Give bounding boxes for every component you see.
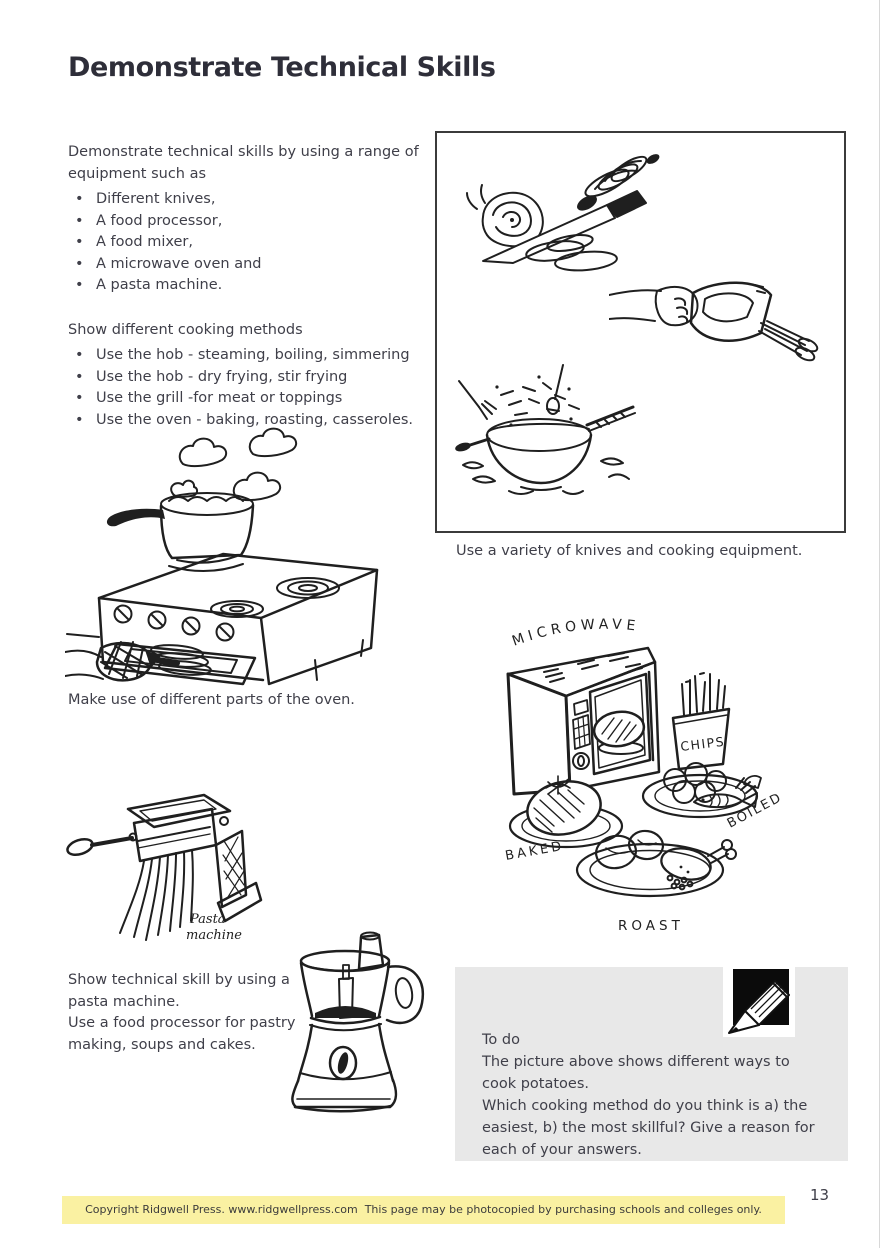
bullet-icon — [68, 275, 96, 297]
microwave-label: MICROWAVE — [510, 617, 636, 650]
pasta-label-line2: machine — [186, 928, 242, 943]
list-item: Use the grill -for meat or toppings — [68, 388, 424, 410]
knives-caption: Use a variety of knives and cooking equi… — [456, 543, 803, 559]
list-item: Different knives, — [68, 189, 424, 211]
wok-stirfry-illustration — [455, 364, 636, 495]
bullet-icon — [68, 345, 96, 367]
list-item-text: A pasta machine. — [96, 277, 223, 293]
copyright-text: Copyright Ridgwell Press. www.ridgwellpr… — [85, 1203, 762, 1216]
list-item-text: A food mixer, — [96, 234, 193, 250]
pasta-sentence: Show technical skill by using a pasta ma… — [68, 972, 290, 1010]
list-item-text: Use the hob - steaming, boiling, simmeri… — [96, 347, 410, 363]
hand-mixer-illustration — [609, 281, 819, 362]
todo-line: Which cooking method do you think is a) … — [482, 1098, 815, 1158]
list-item: Use the hob - dry frying, stir frying — [68, 367, 424, 389]
list-item-text: Use the hob - dry frying, stir frying — [96, 368, 348, 385]
knife-onion-illustration — [466, 154, 660, 272]
todo-box: To do The picture above shows different … — [455, 967, 848, 1161]
page-title: Demonstrate Technical Skills — [68, 52, 496, 83]
bullet-icon — [68, 367, 96, 389]
pasta-label-line1: Pasta — [189, 912, 226, 927]
list-item: Use the oven - baking, roasting, cassero… — [68, 410, 424, 432]
bullet-icon — [68, 211, 96, 233]
list-item: A food mixer, — [68, 232, 424, 254]
list-item-text: A microwave oven and — [96, 255, 262, 272]
list-item-text: Use the oven - baking, roasting, cassero… — [96, 411, 414, 428]
oven-illustration — [65, 427, 379, 686]
pasta-text-block: Show technical skill by using a pasta ma… — [68, 970, 316, 1056]
list-item: A food processor, — [68, 211, 424, 233]
todo-line: The picture above shows different ways t… — [482, 1054, 790, 1092]
intro-block: Demonstrate technical skills by using a … — [68, 142, 424, 431]
list-item-text: Different knives, — [96, 191, 216, 207]
svg-text:MICROWAVE: MICROWAVE — [510, 617, 640, 650]
intro-lead: Demonstrate technical skills by using a … — [68, 144, 419, 182]
list-item: A microwave oven and — [68, 254, 424, 276]
microwave-illustration: MICROWAVE CHIPS BAKED — [504, 617, 785, 934]
pasta-sentence: Use a food processor for pastry making, … — [68, 1015, 296, 1053]
roast-label: ROAST — [618, 918, 684, 934]
methods-lead: Show different cooking methods — [68, 321, 303, 338]
bullet-icon — [68, 232, 96, 254]
pencil-patch — [723, 967, 795, 1037]
bullet-icon — [68, 189, 96, 211]
page-right-edge — [879, 0, 880, 1248]
bullet-icon — [68, 254, 96, 276]
page-number: 13 — [810, 1186, 830, 1204]
list-item-text: Use the grill -for meat or toppings — [96, 390, 343, 406]
pasta-machine-illustration: Pasta machine — [66, 793, 263, 943]
list-item-text: A food processor, — [96, 212, 223, 229]
todo-text: To do The picture above shows different … — [482, 1029, 822, 1161]
chips-label: CHIPS — [680, 734, 726, 754]
copyright-footer-bar: Copyright Ridgwell Press. www.ridgwellpr… — [62, 1196, 785, 1224]
list-item: Use the hob - steaming, boiling, simmeri… — [68, 345, 424, 367]
bullet-icon — [68, 388, 96, 410]
food-processor-illustration — [291, 931, 425, 1113]
knives-figure-frame — [435, 131, 846, 533]
pencil-icon — [728, 969, 790, 1034]
equipment-list: Different knives, A food processor, A fo… — [68, 189, 424, 297]
todo-heading: To do — [482, 1032, 520, 1048]
list-item: A pasta machine. — [68, 275, 424, 297]
oven-caption: Make use of different parts of the oven. — [68, 692, 355, 708]
methods-list: Use the hob - steaming, boiling, simmeri… — [68, 345, 424, 431]
